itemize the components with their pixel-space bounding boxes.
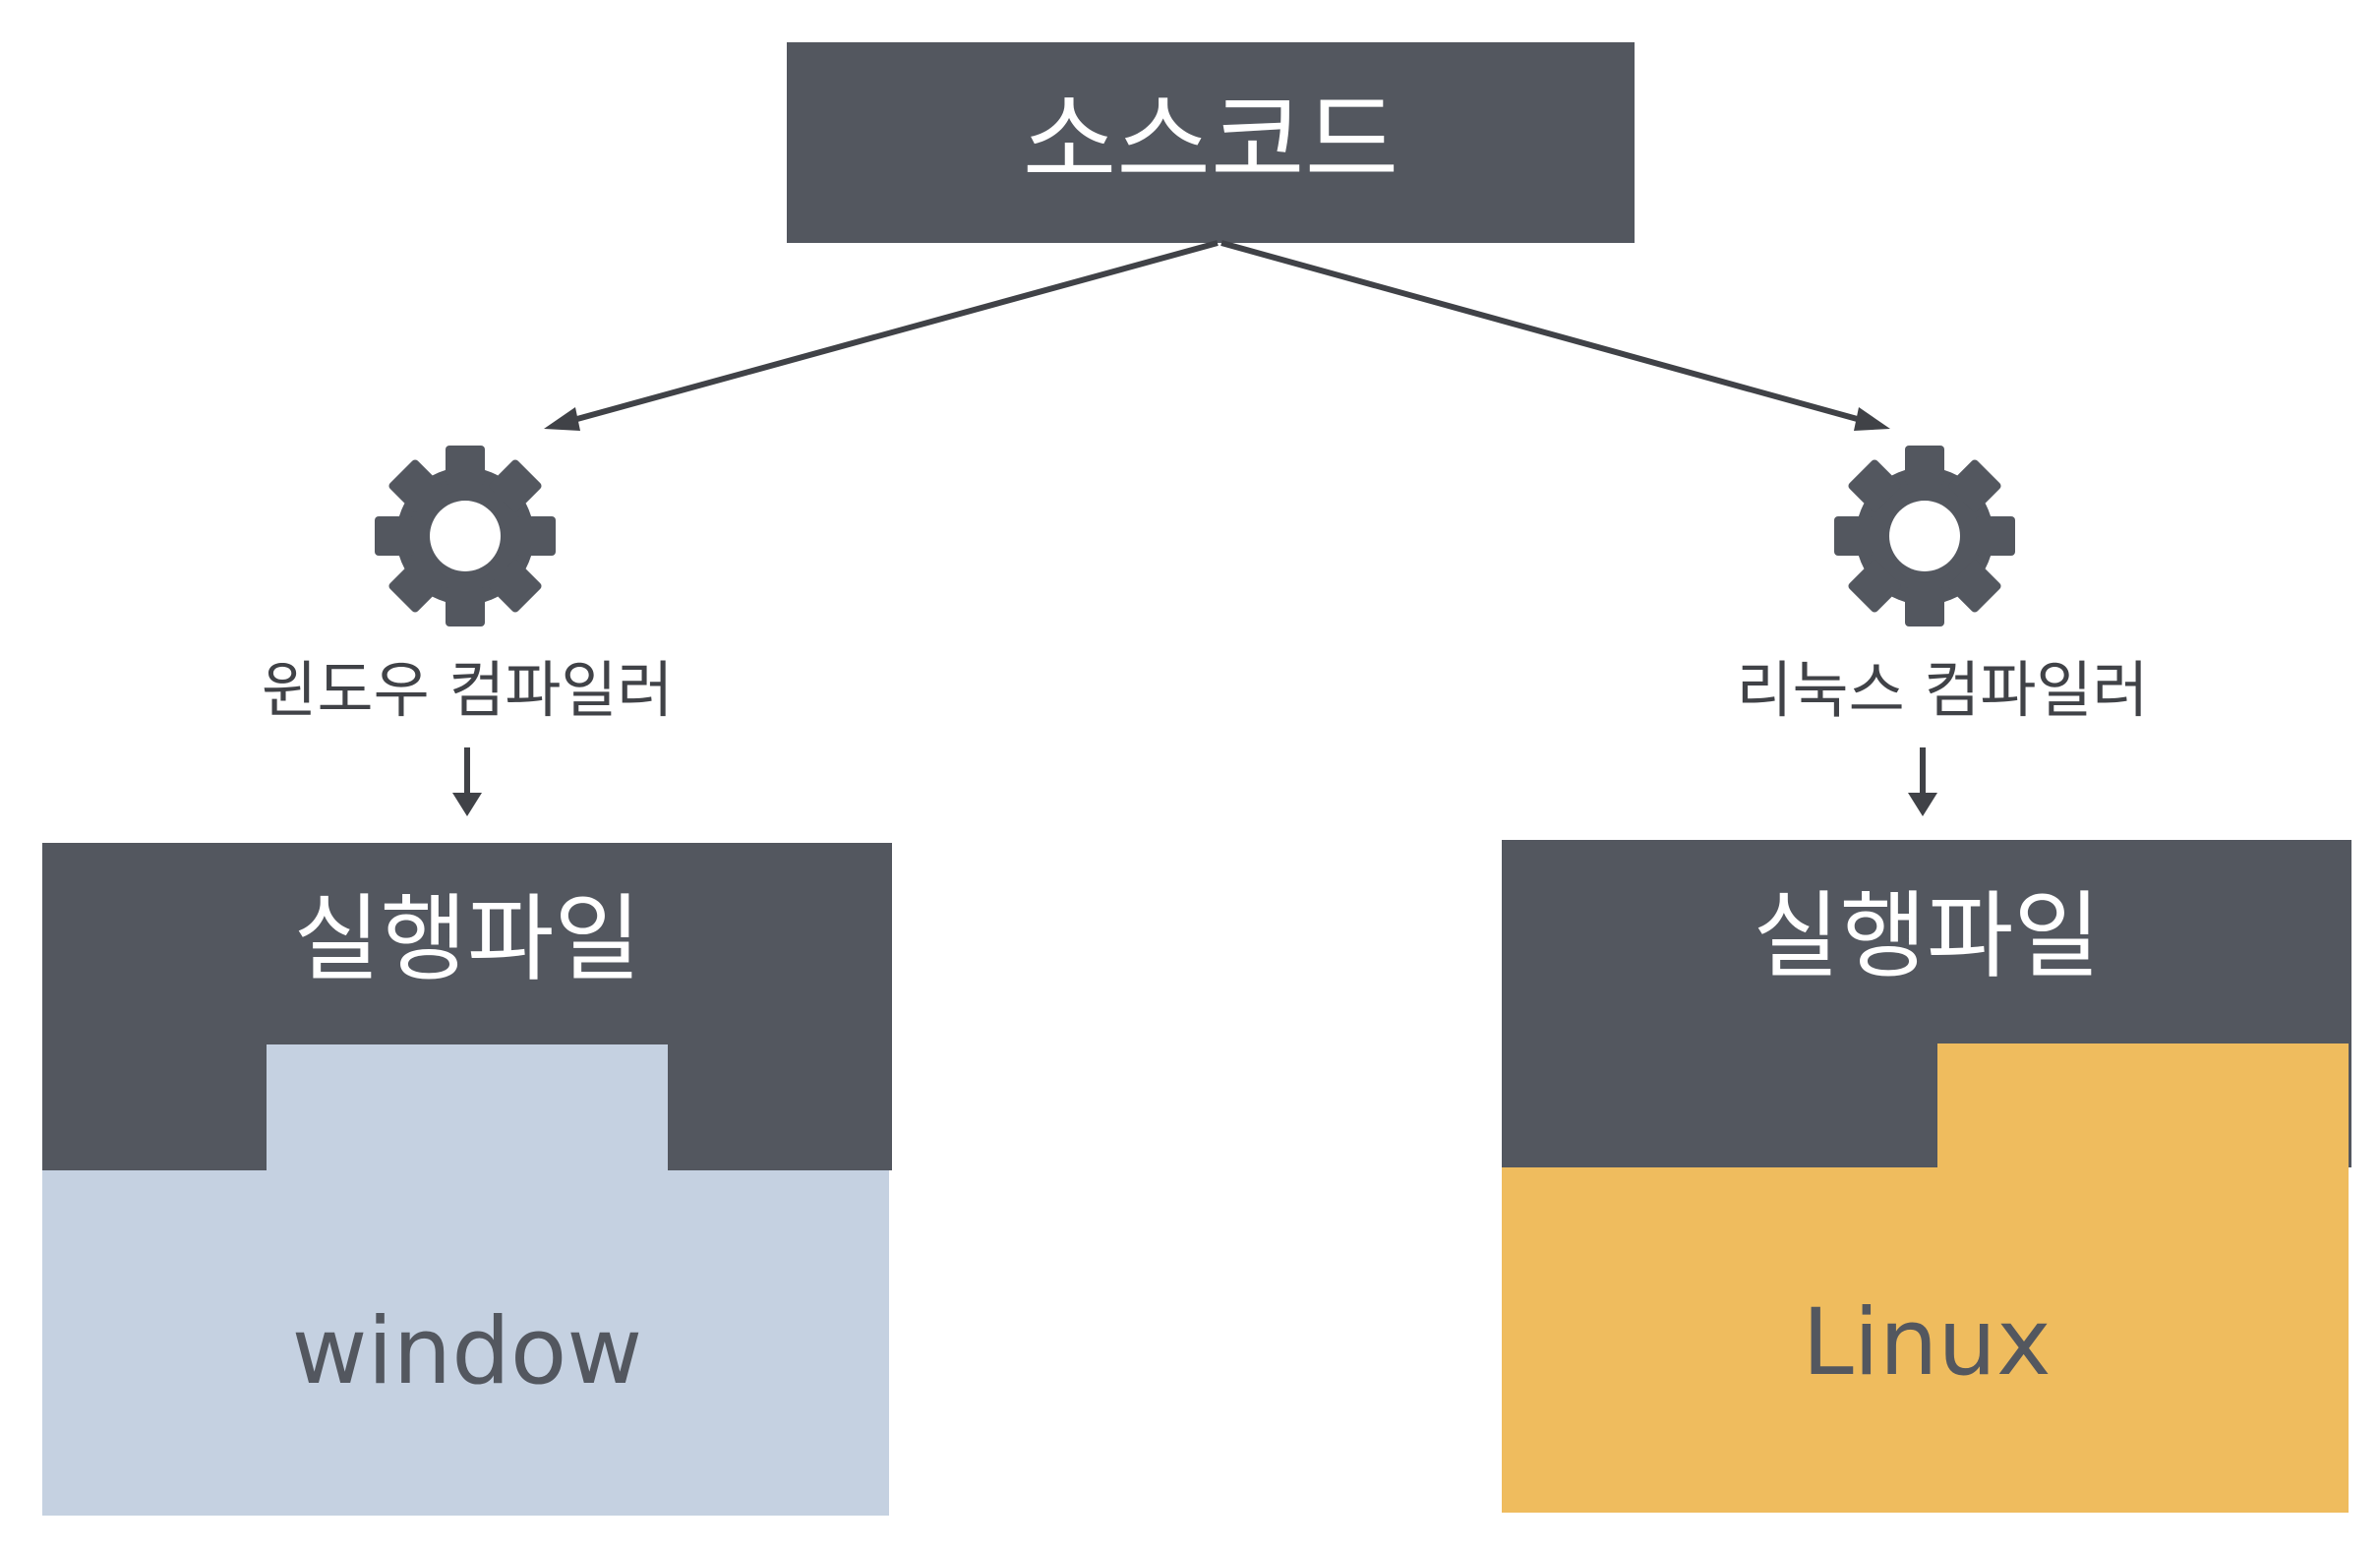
gear-icon — [1834, 446, 2015, 626]
arrow-to-linux-compiler — [1220, 240, 1879, 428]
windows-executable-label: 실행파일 — [293, 884, 641, 994]
linux-executable-box: 실행파일 Linux — [1502, 840, 2351, 1513]
source-code-box: 소스코드 — [787, 42, 1635, 243]
arrowhead-left — [544, 407, 580, 431]
gear-icon — [375, 446, 556, 626]
linux-body — [1502, 1167, 2349, 1513]
linux-tab — [1937, 1043, 2349, 1171]
windows-compiler-label: 윈도우 컴파일러 — [261, 654, 674, 726]
windows-body — [42, 1170, 889, 1516]
linux-executable-label: 실행파일 — [1753, 881, 2101, 991]
linux-compiler-label: 리눅스 컴파일러 — [1736, 654, 2149, 726]
windows-os-label: window — [291, 1298, 643, 1405]
windows-tab — [267, 1044, 668, 1172]
source-code-label: 소스코드 — [1022, 81, 1399, 201]
arrowhead-right — [1854, 407, 1890, 431]
linux-os-label: Linux — [1802, 1289, 2052, 1397]
arrow-to-windows-compiler — [555, 240, 1219, 428]
windows-executable-box: 실행파일 window — [42, 843, 892, 1516]
